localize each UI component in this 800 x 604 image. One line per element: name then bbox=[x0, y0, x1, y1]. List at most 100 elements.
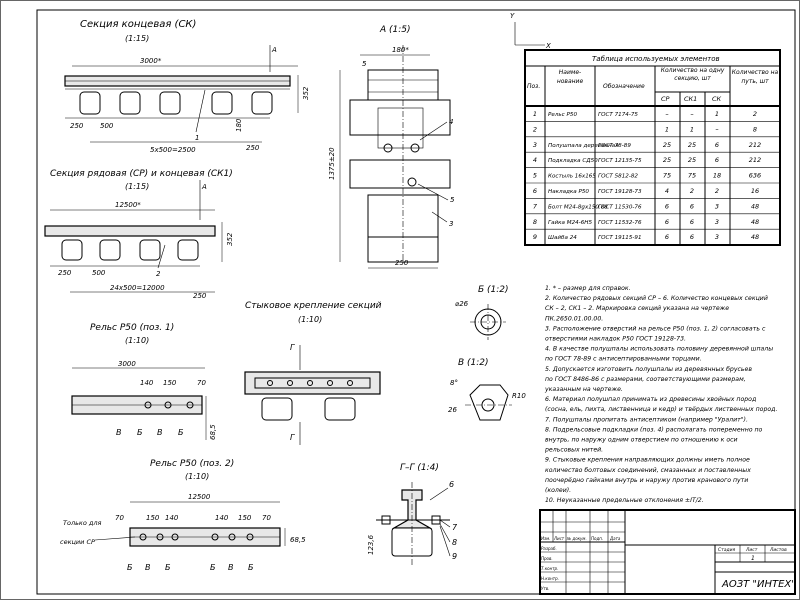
label-a: А bbox=[271, 46, 277, 54]
rail2-drawing: 12500 70 150 140 140 150 70 68,5 Только … bbox=[60, 493, 306, 572]
dim-r1-150: 150 bbox=[163, 379, 177, 387]
dim-250c: 250 bbox=[58, 269, 72, 277]
table-cell: 1 bbox=[715, 110, 719, 118]
dim-180: 180 bbox=[235, 118, 243, 132]
label-b5: Б bbox=[210, 563, 216, 572]
label-b4: Б bbox=[165, 563, 171, 572]
dim-v-26: 26 bbox=[448, 406, 457, 414]
table-cell: ГОСТ 19115-91 bbox=[598, 235, 642, 241]
view-g-drawing: 123,6 6 7 8 9 bbox=[367, 480, 458, 565]
th-qty-sec: Количество на одну секцию, шт bbox=[660, 67, 725, 82]
table-cell: 9 bbox=[533, 233, 537, 241]
view-a-drawing: 180* 5 1375±20 250 4 5 3 bbox=[328, 45, 455, 269]
table-cell: 48 bbox=[751, 218, 759, 226]
stamp-utv: Утв. bbox=[541, 586, 549, 591]
table-cell: 6 bbox=[715, 156, 719, 164]
callout-5: 5 bbox=[450, 196, 455, 204]
table-cell: 1 bbox=[533, 110, 537, 118]
note-line: отверстиями накладок Р50 ГОСТ 19128-73. bbox=[545, 336, 686, 343]
section-cp-drawing: 12500* 352 250 500 24х500=12000 250 А 2 bbox=[44, 180, 234, 300]
table-cell: 2 bbox=[753, 110, 757, 118]
dim-12500a: 12500* bbox=[115, 201, 141, 209]
dim-250b: 250 bbox=[246, 144, 260, 152]
dim-v-8: 8° bbox=[450, 379, 458, 387]
note-line: 4. В качестве полушпалы использовать пол… bbox=[545, 346, 773, 353]
stamp-sign: Подп. bbox=[591, 536, 603, 541]
svg-text:Y: Y bbox=[510, 12, 515, 20]
label-v4: В bbox=[228, 563, 234, 572]
note-line: 5. Допускается изготовить полушпалы из д… bbox=[545, 365, 752, 373]
note-line: количество болтовых соединений, смазанны… bbox=[545, 466, 751, 474]
dim-a1375: 1375±20 bbox=[328, 147, 336, 180]
dim-r2-140b: 140 bbox=[215, 514, 229, 522]
callout-3: 3 bbox=[449, 220, 453, 228]
stamp-nkontr: Н.контр. bbox=[541, 576, 559, 581]
table-title: Таблица используемых элементов bbox=[592, 55, 720, 63]
table-cell: 6 bbox=[690, 202, 694, 210]
stamp-listov: Листов bbox=[769, 547, 787, 553]
table-cell: Болт М24-8gх150.88 bbox=[548, 204, 608, 210]
dim-352b: 352 bbox=[226, 232, 234, 246]
table-cell: 8 bbox=[753, 125, 757, 133]
dim-3000a: 3000* bbox=[140, 57, 162, 65]
dim-24x500: 24х500=12000 bbox=[110, 284, 165, 292]
table-cell: 75 bbox=[663, 172, 671, 180]
label-v2: В bbox=[157, 428, 163, 437]
title-sec-ck-scale: (1:15) bbox=[125, 34, 149, 43]
label-b3: Б bbox=[127, 563, 133, 572]
table-cell: 1 bbox=[690, 125, 694, 133]
table-cell: Полушпала деревянная bbox=[548, 143, 619, 149]
table-cell: 48 bbox=[751, 233, 759, 241]
callout-8: 8 bbox=[452, 538, 457, 547]
table-cell: 6 bbox=[665, 233, 669, 241]
note-line: 7. Полушпалы пропитать антисептиком (нап… bbox=[545, 416, 748, 423]
table-cell: 16 bbox=[751, 187, 759, 195]
dim-r2-685: 68,5 bbox=[290, 536, 306, 544]
table-cell: 6 bbox=[665, 202, 669, 210]
callout-1: 1 bbox=[195, 134, 199, 142]
title-block: Изм. Лист № докум. Подп. Дата Разраб. Пр… bbox=[539, 509, 796, 595]
stamp-list-col: Лист bbox=[553, 536, 565, 541]
table-cell: 5 bbox=[533, 172, 537, 180]
dim-250d: 250 bbox=[193, 292, 207, 300]
dim-r1-685: 68,5 bbox=[209, 424, 217, 440]
title-sec-ck: Секция концевая (СК) bbox=[80, 19, 196, 30]
th-ck: СК bbox=[712, 95, 722, 103]
table-cell: Рельс Р50 bbox=[548, 112, 577, 118]
table-cell: Подкладка СД50 bbox=[548, 158, 598, 164]
th-desig: Обозначение bbox=[603, 83, 645, 90]
table-cell: Шайба 24 bbox=[548, 235, 577, 241]
stamp-list-val: 1 bbox=[751, 555, 755, 562]
note-line: поочерёдно гайками внутрь и наружу проти… bbox=[545, 476, 748, 484]
callout-4: 4 bbox=[449, 118, 453, 126]
label-g2: Г bbox=[290, 433, 295, 442]
table-cell: ГОСТ 5812-82 bbox=[598, 174, 638, 180]
dim-b-d26: ⌀26 bbox=[455, 300, 469, 308]
title-view-g: Г–Г (1:4) bbox=[400, 463, 439, 473]
dim-r2-12500: 12500 bbox=[188, 493, 211, 501]
label-b2: Б bbox=[178, 428, 184, 437]
dim-r1-3000: 3000 bbox=[118, 360, 136, 368]
table-cell: 7 bbox=[533, 202, 538, 210]
axis-icon: Y X bbox=[510, 12, 551, 50]
table-cell: 636 bbox=[749, 172, 761, 180]
title-rail2-scale: (1:10) bbox=[185, 472, 209, 481]
sheet-frame bbox=[36, 9, 796, 595]
stamp-razrab: Разраб. bbox=[541, 546, 557, 551]
view-v-drawing: 8° R10 26 bbox=[448, 379, 526, 421]
table-cell: 25 bbox=[663, 141, 671, 149]
dim-5x500: 5х500=2500 bbox=[150, 146, 196, 154]
title-view-b: Б (1:2) bbox=[478, 285, 509, 295]
table-cell: Костыль 16х165 bbox=[548, 174, 596, 180]
note-line: 2. Количество рядовых секций СР – 6. Кол… bbox=[545, 295, 768, 302]
table-cell: 3 bbox=[715, 218, 719, 226]
label-v3: В bbox=[145, 563, 151, 572]
elements-table: Таблица используемых элементов Поз. Наим… bbox=[524, 49, 781, 246]
th-pos: Поз. bbox=[527, 83, 540, 90]
table-cell: 25 bbox=[688, 141, 696, 149]
note-only-cp-2: секции СР bbox=[60, 538, 95, 546]
note-line: по ГОСТ 78-89 с антисептированными торца… bbox=[545, 356, 702, 363]
svg-text:X: X bbox=[545, 42, 551, 50]
table-cell: 3 bbox=[715, 233, 719, 241]
